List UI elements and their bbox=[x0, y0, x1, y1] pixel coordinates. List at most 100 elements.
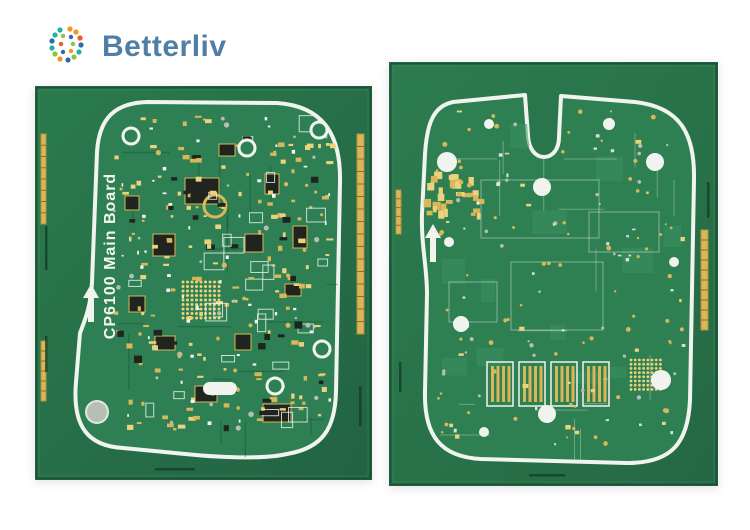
smd-component bbox=[127, 414, 129, 417]
bga-pad bbox=[650, 358, 654, 362]
via bbox=[467, 411, 471, 415]
smd-component bbox=[130, 184, 136, 189]
bga-pad bbox=[190, 312, 194, 315]
smd-component bbox=[259, 410, 268, 416]
bga-pad bbox=[181, 280, 185, 284]
bga-pad bbox=[204, 280, 207, 284]
smd-component bbox=[285, 306, 290, 310]
bga-pad bbox=[199, 303, 203, 306]
gold-finger bbox=[507, 366, 511, 402]
smd-component bbox=[303, 165, 308, 168]
silkscreen-box bbox=[145, 402, 155, 418]
smd-component bbox=[212, 262, 219, 265]
gold-pad bbox=[451, 182, 461, 189]
gold-finger bbox=[592, 366, 596, 402]
via bbox=[567, 131, 571, 134]
via bbox=[667, 273, 672, 279]
smd-component bbox=[199, 311, 203, 317]
smd-component bbox=[152, 244, 158, 249]
via bbox=[112, 209, 116, 213]
bga-pad bbox=[208, 280, 212, 284]
bga-pad bbox=[629, 371, 633, 374]
via bbox=[169, 420, 174, 424]
smd-component bbox=[279, 293, 287, 299]
smd-component bbox=[291, 169, 295, 174]
bga-pad bbox=[217, 294, 221, 297]
smd-component bbox=[279, 237, 288, 241]
smd-component bbox=[310, 176, 319, 183]
smd-component bbox=[325, 143, 330, 146]
smd-component bbox=[256, 418, 264, 422]
bga-pad bbox=[186, 294, 189, 297]
via bbox=[622, 354, 627, 358]
smd-component bbox=[180, 380, 183, 384]
smd-component bbox=[126, 343, 133, 349]
via bbox=[129, 273, 134, 279]
via bbox=[665, 318, 670, 323]
smd-component bbox=[197, 353, 202, 356]
smd-component bbox=[225, 255, 229, 260]
via bbox=[466, 182, 472, 188]
via bbox=[613, 252, 616, 256]
silkscreen-box bbox=[249, 212, 264, 224]
via bbox=[664, 223, 667, 226]
via bbox=[232, 299, 236, 303]
smd-component bbox=[202, 118, 206, 121]
smd-component bbox=[321, 196, 329, 200]
bga-pad bbox=[629, 367, 633, 370]
via bbox=[582, 341, 585, 344]
silkscreen-box bbox=[221, 355, 236, 363]
left-board-mounting-holes bbox=[85, 120, 332, 424]
via bbox=[435, 169, 439, 172]
via bbox=[248, 411, 254, 418]
smd-component bbox=[196, 139, 200, 143]
smd-component bbox=[282, 268, 287, 274]
bga-pad bbox=[659, 367, 662, 370]
smd-component bbox=[328, 398, 332, 402]
bga-pad bbox=[633, 371, 637, 374]
bga-pad bbox=[638, 362, 641, 366]
smd-component bbox=[221, 206, 225, 210]
smd-component bbox=[142, 214, 146, 218]
via bbox=[294, 316, 298, 320]
via bbox=[445, 308, 449, 312]
bga-pad bbox=[642, 358, 645, 362]
smd-component bbox=[274, 274, 282, 278]
smd-component bbox=[188, 226, 191, 230]
smd-component bbox=[186, 205, 191, 210]
silkscreen-box bbox=[223, 236, 245, 254]
bga-pad bbox=[217, 289, 221, 293]
bga-pad bbox=[199, 289, 203, 293]
smd-component bbox=[192, 215, 199, 220]
via bbox=[312, 155, 316, 159]
smd-component bbox=[319, 373, 326, 376]
smd-component bbox=[280, 159, 286, 164]
smd-component bbox=[318, 143, 321, 149]
smd-pad bbox=[449, 423, 454, 428]
bga-pad bbox=[186, 307, 189, 311]
smd-component bbox=[188, 416, 196, 421]
via bbox=[459, 165, 463, 170]
module-outline bbox=[582, 361, 610, 407]
smd-component bbox=[157, 175, 162, 178]
smd-component bbox=[324, 221, 327, 226]
smd-component bbox=[271, 396, 278, 403]
via bbox=[601, 326, 605, 330]
bga-pad bbox=[629, 362, 633, 366]
bga-pad bbox=[629, 388, 633, 391]
silkscreen-dot bbox=[625, 257, 630, 262]
smd-component bbox=[303, 376, 308, 381]
silkscreen-box bbox=[250, 261, 269, 273]
bga-pad bbox=[186, 303, 189, 306]
smd-component bbox=[267, 256, 272, 262]
smd-component bbox=[203, 215, 207, 218]
via bbox=[442, 141, 448, 147]
smd-component bbox=[318, 380, 324, 385]
smd-component bbox=[193, 415, 200, 420]
right-panel-bevel bbox=[392, 65, 715, 483]
smd-component bbox=[141, 401, 145, 406]
gold-pad bbox=[438, 187, 443, 195]
bga-pad bbox=[650, 362, 654, 366]
smd-component bbox=[197, 375, 204, 378]
test-pad bbox=[191, 276, 196, 281]
